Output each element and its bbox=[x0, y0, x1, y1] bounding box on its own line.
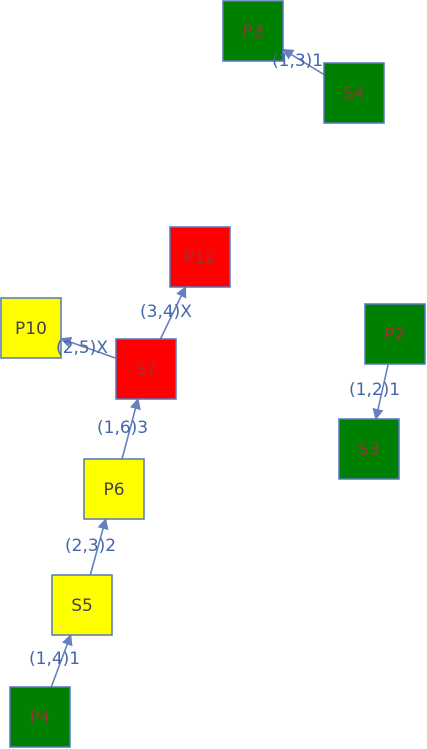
node-label-s7: S7 bbox=[135, 360, 157, 380]
edge-p4-to-s5 bbox=[50, 633, 73, 688]
edge-label-p6-s7: (1,6)3 bbox=[97, 418, 148, 438]
node-s4[interactable]: S4 bbox=[323, 62, 385, 124]
node-p4[interactable]: P4 bbox=[9, 686, 71, 748]
node-box-p12 bbox=[169, 226, 231, 288]
edge-label-s5-p6: (2,3)2 bbox=[65, 536, 116, 556]
edge-p6-to-s7 bbox=[121, 397, 141, 460]
node-label-p2: P2 bbox=[384, 325, 405, 345]
edge-s4-to-p3 bbox=[282, 48, 325, 76]
node-label-p12: P12 bbox=[184, 248, 216, 268]
node-label-s3: S3 bbox=[358, 440, 380, 460]
node-p3[interactable]: P3 bbox=[222, 0, 284, 62]
node-label-s5: S5 bbox=[71, 596, 93, 616]
edge-labels-layer: (1,3)1 (3,4)X (2,5)X (1,2)1 (1,6)3 (2,3)2 (1,4… bbox=[29, 51, 400, 669]
edge-label-s7-p12: (3,4)X bbox=[140, 302, 192, 322]
node-label-p3: P3 bbox=[242, 22, 263, 42]
node-p10[interactable]: P10 bbox=[0, 297, 62, 359]
node-label-p10: P10 bbox=[15, 319, 47, 339]
edge-label-s7-p10: (2,5)X bbox=[56, 338, 108, 358]
edge-label-p4-s5: (1,4)1 bbox=[29, 649, 80, 669]
node-box-p4 bbox=[9, 686, 71, 748]
node-s3[interactable]: S3 bbox=[338, 418, 400, 480]
node-box-s5 bbox=[51, 574, 113, 636]
node-box-p6 bbox=[83, 458, 145, 520]
node-s7[interactable]: S7 bbox=[115, 338, 177, 400]
node-p2[interactable]: P2 bbox=[364, 303, 426, 365]
node-p6[interactable]: P6 bbox=[83, 458, 145, 520]
node-box-s3 bbox=[338, 418, 400, 480]
edges-layer bbox=[50, 48, 389, 688]
node-label-p6: P6 bbox=[103, 480, 124, 500]
edge-s5-to-p6 bbox=[89, 517, 109, 576]
node-p12[interactable]: P12 bbox=[169, 226, 231, 288]
node-box-p3 bbox=[222, 0, 284, 62]
node-box-s4 bbox=[323, 62, 385, 124]
edge-label-p2-s3: (1,2)1 bbox=[349, 380, 400, 400]
node-box-p10 bbox=[0, 297, 62, 359]
edge-label-s4-p3: (1,3)1 bbox=[272, 51, 323, 71]
node-box-s7 bbox=[115, 338, 177, 400]
edge-s7-to-p12 bbox=[159, 285, 187, 340]
node-label-s4: S4 bbox=[343, 84, 365, 104]
node-box-p2 bbox=[364, 303, 426, 365]
edge-s7-to-p10 bbox=[59, 336, 117, 360]
node-s5[interactable]: S5 bbox=[51, 574, 113, 636]
edge-p2-to-s3 bbox=[372, 363, 389, 421]
node-label-p4: P4 bbox=[29, 708, 50, 728]
